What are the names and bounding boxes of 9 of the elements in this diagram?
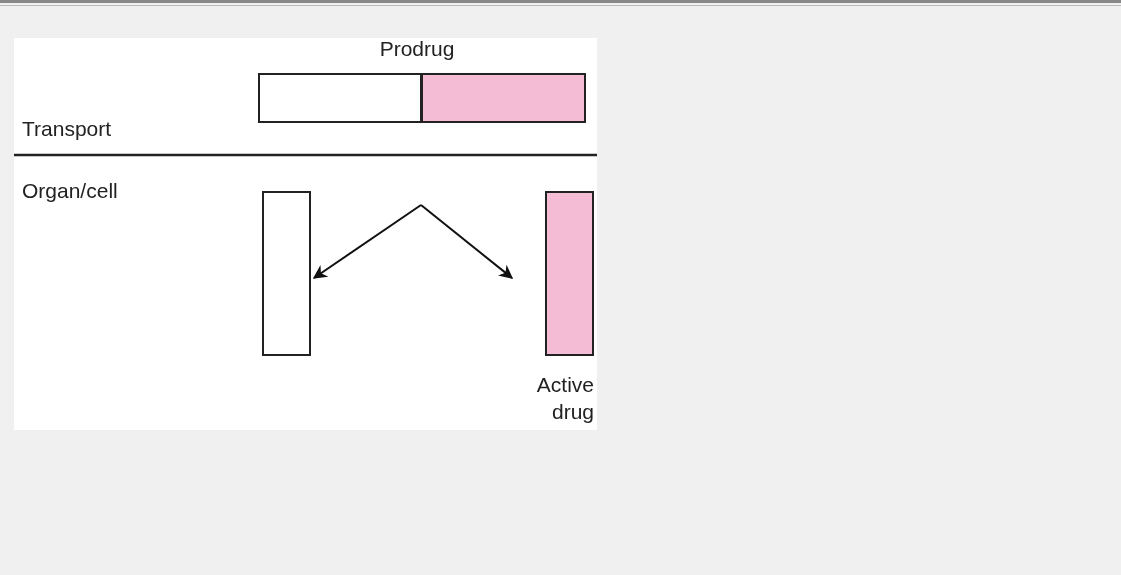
arrow [312, 204, 422, 279]
region-label: Organ/cell [22, 179, 118, 203]
region-label: Transport [22, 117, 112, 141]
drug-label: Active drug [535, 372, 594, 425]
title-label: Prodrug [378, 37, 456, 61]
arrow [420, 204, 514, 279]
bar-segment [421, 73, 586, 123]
bar-segment [258, 73, 422, 123]
rectangle [262, 191, 311, 356]
